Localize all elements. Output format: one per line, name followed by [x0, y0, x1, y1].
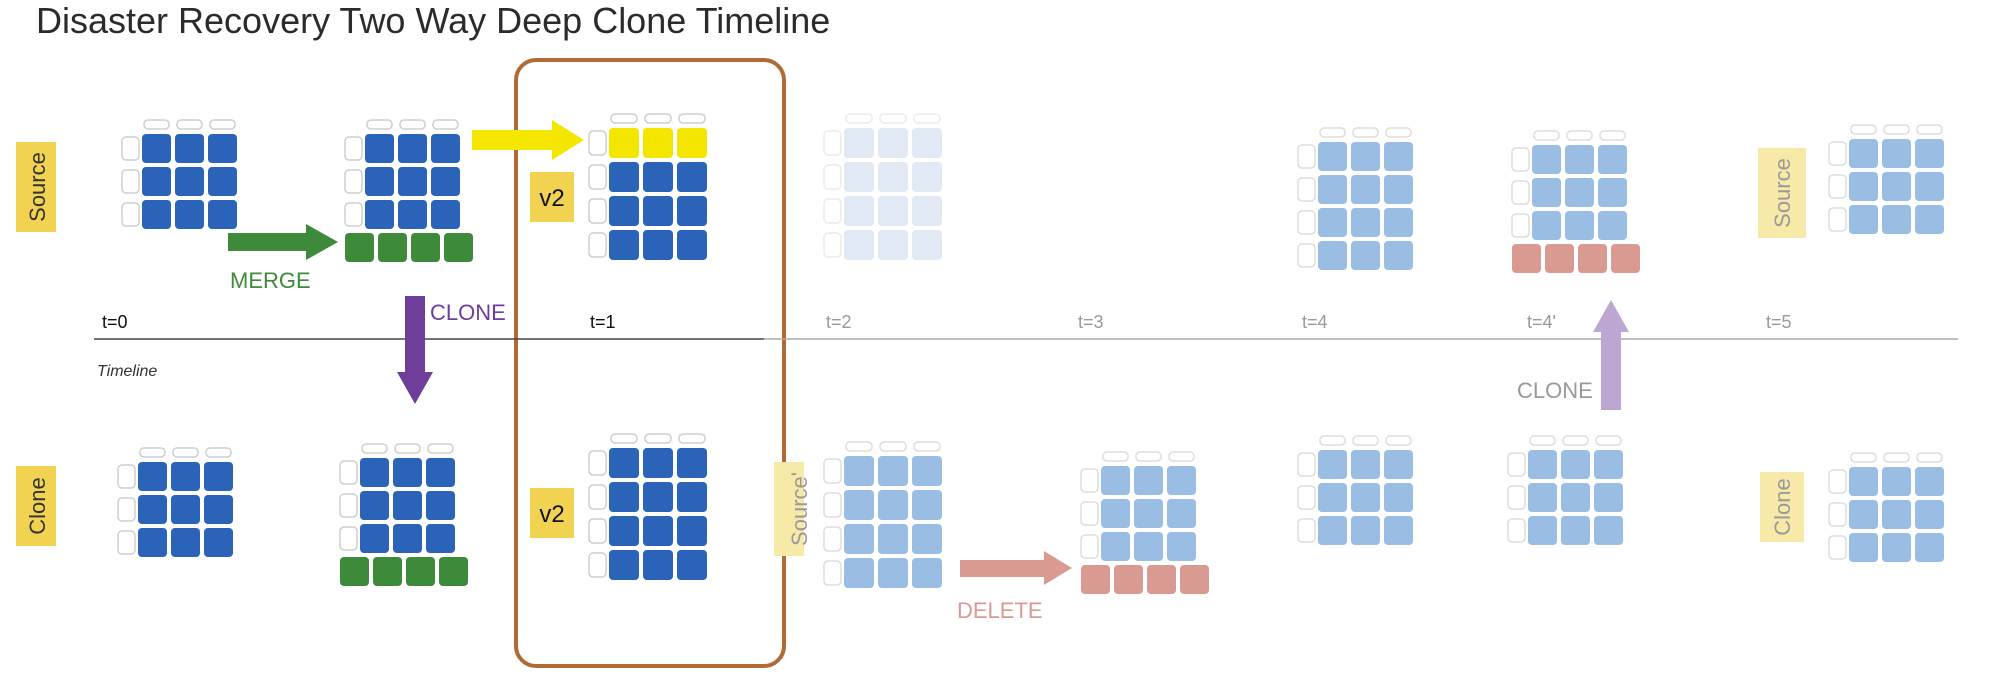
source-tag: Source [16, 142, 56, 232]
clone-up-arrow [1593, 300, 1629, 410]
tick-label-t2: t=2 [826, 312, 852, 332]
yellow-arrow [472, 120, 584, 160]
clone-up-label: CLONE [1517, 378, 1593, 403]
clone-table-t4 [1297, 435, 1413, 545]
table-icons [117, 113, 1944, 594]
source-table-t5 [1828, 124, 1944, 234]
source-table-t4 [1297, 127, 1413, 270]
clone-table-t2 [823, 441, 942, 588]
tick-label-t5: t=5 [1766, 312, 1792, 332]
clone-down-arrow [397, 296, 433, 404]
source-table-t2 [823, 113, 942, 260]
source-table-t0-merged [344, 119, 473, 262]
tick-label-t3: t=3 [1078, 312, 1104, 332]
source-table-t4-prime [1511, 130, 1640, 273]
clone-table-t1 [588, 433, 707, 580]
t1-highlight-box [514, 58, 786, 668]
clone-table-t3 [1080, 451, 1209, 594]
svg-text:Clone: Clone [1770, 478, 1795, 535]
source-tag-t5: Source [1758, 148, 1806, 238]
v2-tag-source: v2 [530, 172, 574, 222]
clone-tag: Clone [16, 466, 56, 546]
delete-arrow [960, 551, 1072, 585]
tick-label-t1: t=1 [590, 312, 616, 332]
source-prime-tag: Source' [774, 462, 812, 556]
source-table-t1 [588, 113, 707, 260]
tick-label-t4: t=4 [1302, 312, 1328, 332]
svg-text:v2: v2 [539, 501, 564, 528]
clone-tag-t5: Clone [1760, 472, 1804, 542]
delete-label: DELETE [957, 598, 1043, 623]
clone-table-t5 [1828, 452, 1944, 562]
merge-arrow [228, 224, 338, 260]
source-table-t0 [121, 119, 237, 229]
merge-label: MERGE [230, 268, 311, 293]
clone-table-t0-merged [339, 443, 468, 586]
svg-text:Clone: Clone [25, 477, 50, 534]
timeline-label: Timeline [97, 363, 157, 380]
svg-text:Source: Source [1770, 158, 1795, 228]
clone-down-label: CLONE [430, 300, 506, 325]
tick-label-t4-prime: t=4' [1527, 312, 1556, 332]
clone-table-t4-prime [1507, 435, 1623, 545]
svg-text:Source: Source [25, 152, 50, 222]
svg-text:Source': Source' [787, 472, 812, 546]
svg-text:v2: v2 [539, 185, 564, 212]
clone-table-t0 [117, 447, 233, 557]
v2-tag-clone: v2 [530, 488, 574, 538]
tick-label-t0: t=0 [102, 312, 128, 332]
diagram-title: Disaster Recovery Two Way Deep Clone Tim… [36, 0, 831, 41]
